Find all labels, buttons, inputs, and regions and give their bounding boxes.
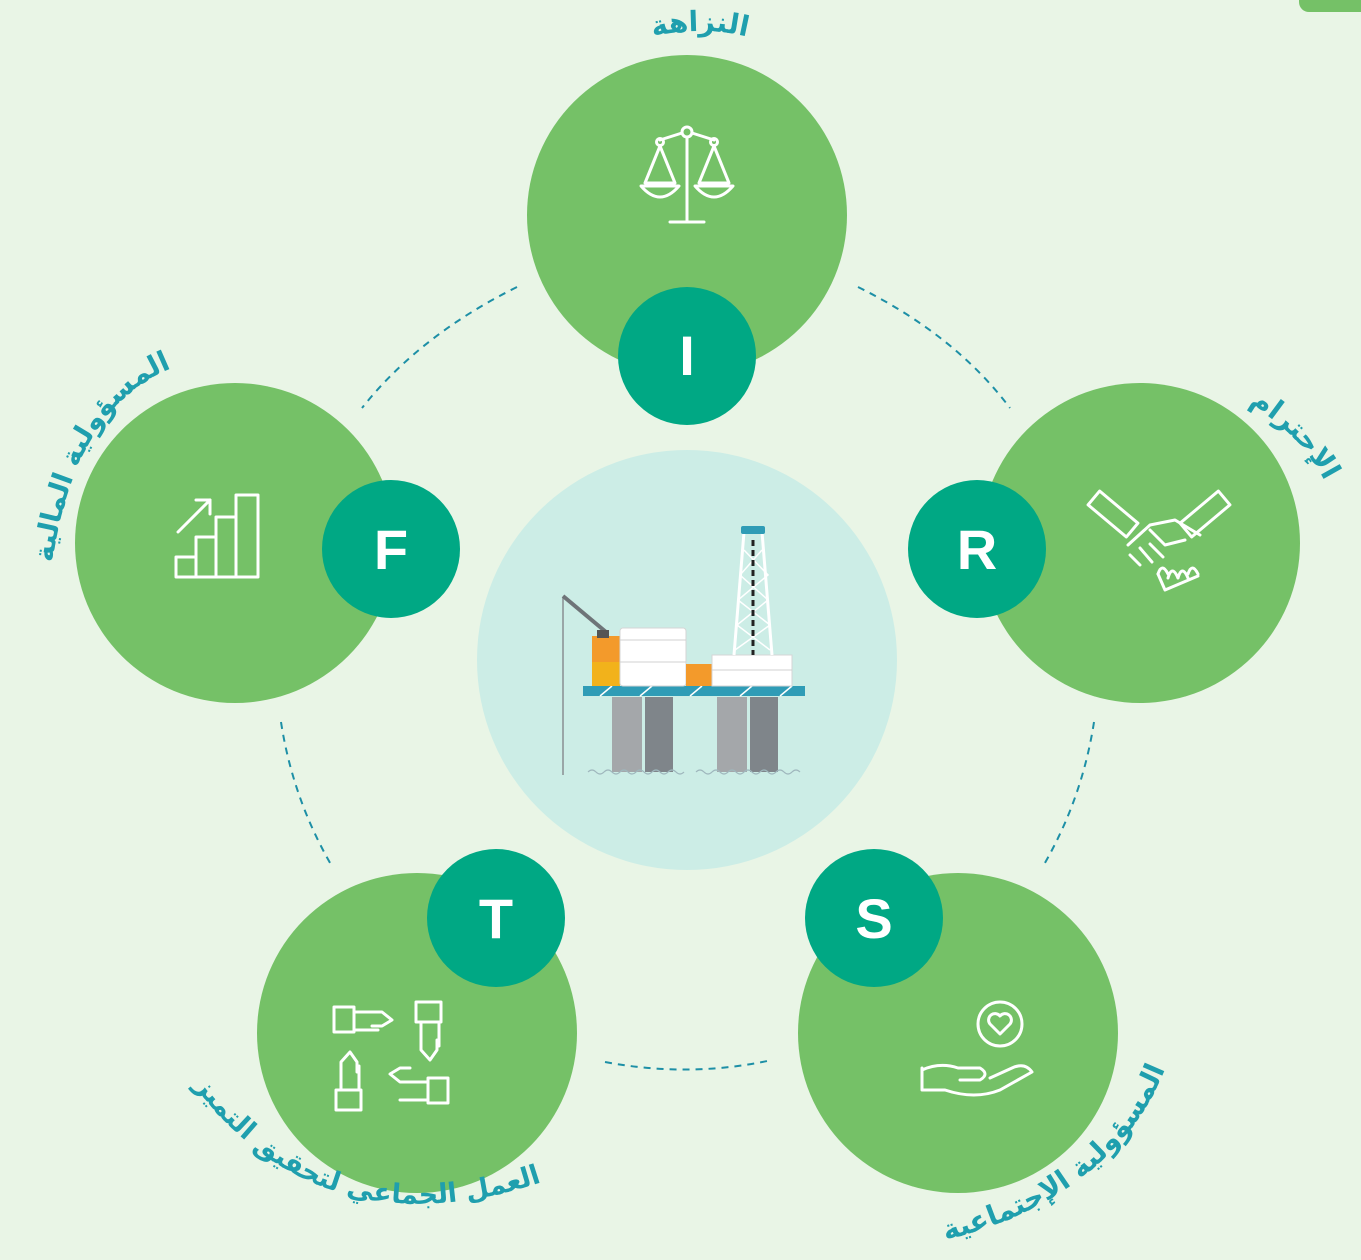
connector-s-t bbox=[604, 1059, 773, 1071]
connector-r-s bbox=[1041, 721, 1095, 869]
letter-i: I bbox=[679, 324, 695, 387]
center-platform bbox=[477, 450, 897, 870]
value-node-respect: R الإحترام bbox=[908, 382, 1347, 703]
connector-i-r bbox=[857, 286, 1011, 409]
corner-tab bbox=[1299, 0, 1361, 12]
hand-holding-heart-icon bbox=[920, 1000, 1034, 1097]
value-node-teamwork: T العمل الجماعي لتحقيق التميز bbox=[187, 849, 577, 1211]
letter-circle-social bbox=[805, 849, 943, 987]
offshore-oil-platform-icon bbox=[561, 526, 805, 775]
teamwork-hands-icon bbox=[332, 1000, 450, 1112]
dashed-connectors bbox=[280, 286, 1095, 1071]
letter-r: R bbox=[957, 518, 997, 581]
letter-circle-respect bbox=[908, 480, 1046, 618]
value-node-financial: F المسؤولية المالية bbox=[27, 344, 460, 703]
connector-i-f bbox=[361, 286, 518, 409]
label-integrity: النزاهة bbox=[648, 5, 752, 44]
scales-of-justice-icon bbox=[639, 125, 735, 224]
letter-t: T bbox=[479, 887, 513, 950]
letter-s: S bbox=[855, 887, 892, 950]
value-circle-respect bbox=[980, 383, 1300, 703]
handshake-icon bbox=[1086, 489, 1232, 592]
letter-circle-teamwork bbox=[427, 849, 565, 987]
letter-circle-integrity bbox=[618, 287, 756, 425]
center-circle bbox=[477, 450, 897, 870]
letter-circle-financial bbox=[322, 480, 460, 618]
value-node-integrity: I النزاهة bbox=[527, 5, 847, 425]
letter-f: F bbox=[374, 518, 408, 581]
growth-bar-chart-icon bbox=[174, 493, 260, 579]
value-node-social: S المسؤولية الإجتماعية bbox=[798, 849, 1172, 1247]
connector-t-f bbox=[280, 721, 334, 869]
